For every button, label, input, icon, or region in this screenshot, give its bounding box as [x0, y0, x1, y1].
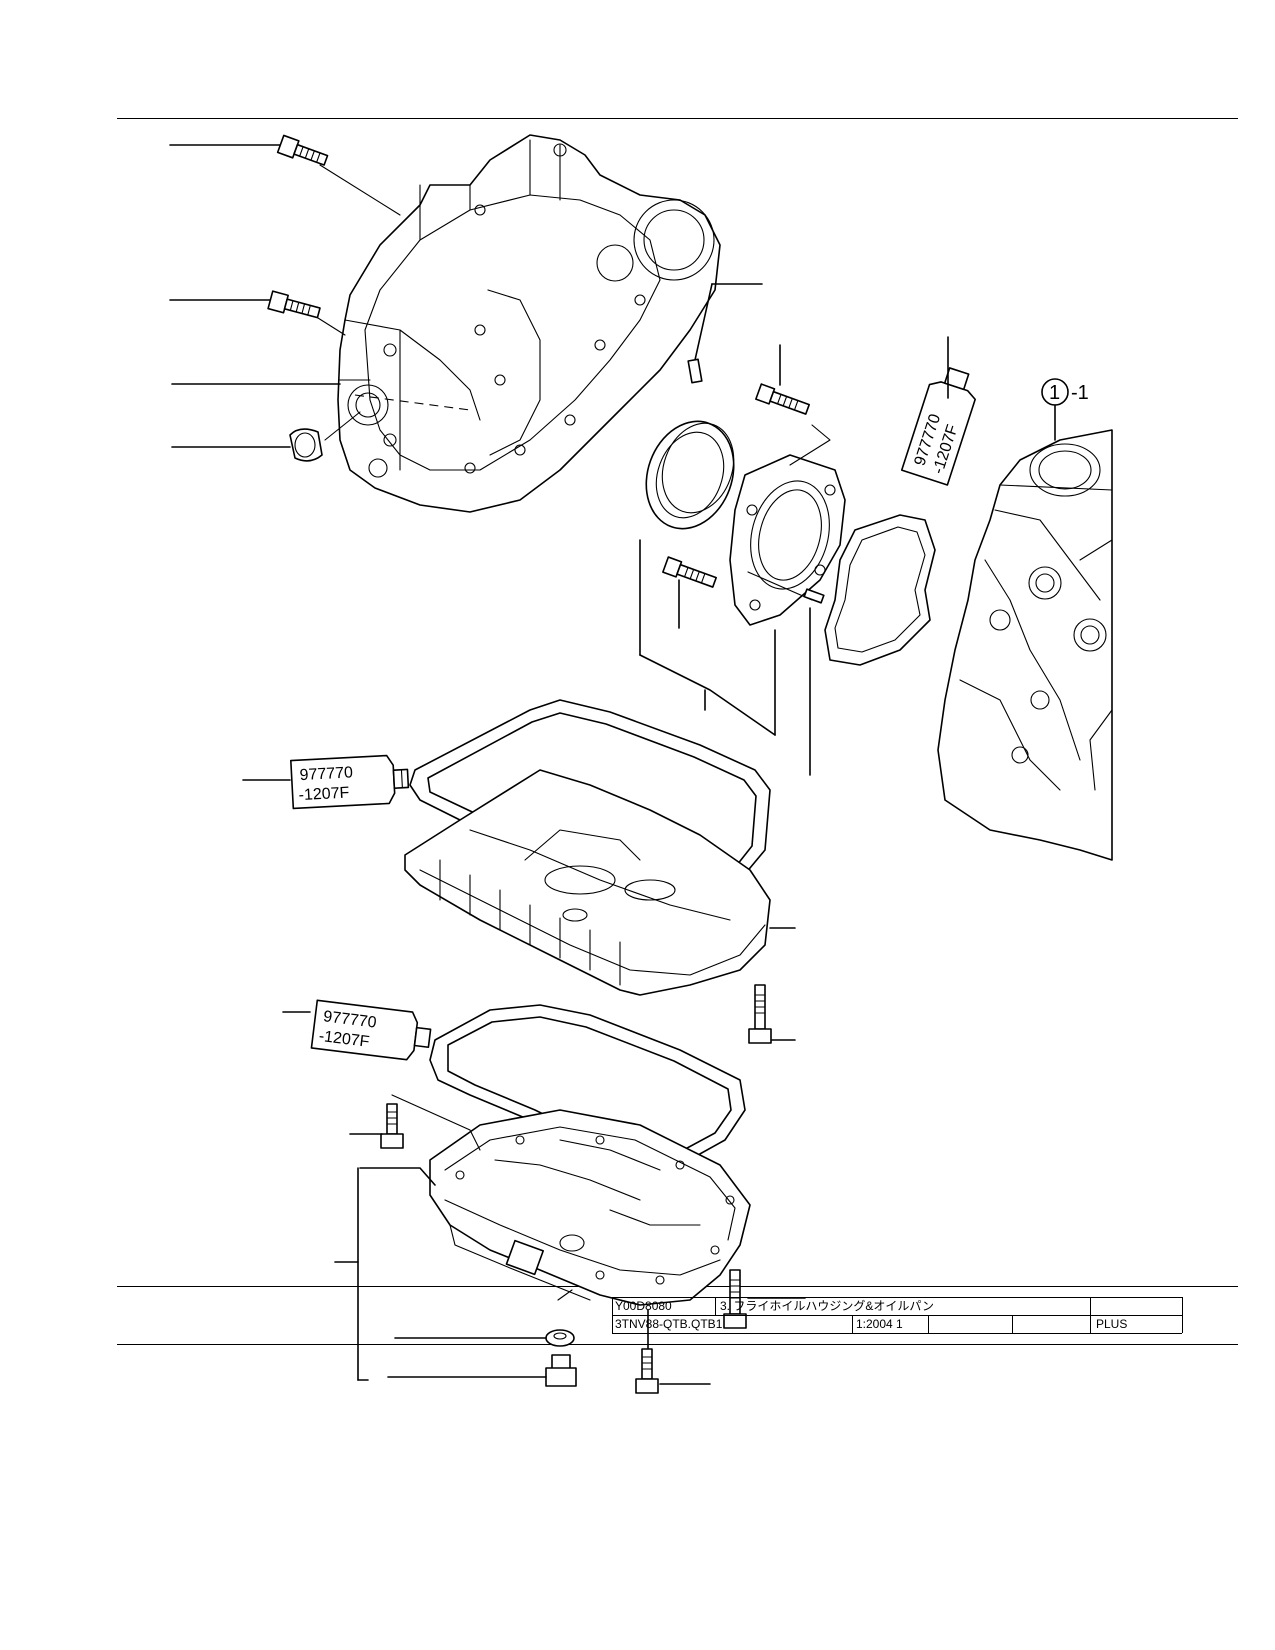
callout-1: 1 -1 — [1041, 378, 1089, 441]
seal-housing-bolts — [639, 344, 831, 776]
plug-cap — [289, 428, 323, 462]
pan-bolt-3 — [635, 1348, 659, 1394]
callout-1-number: 1 — [1049, 382, 1060, 404]
sealant-tube-1: 977770 -1207F — [900, 367, 976, 486]
title-block: Y00D8080 3. フライホイルハウジング&オイルパン 3TNV88-QTB… — [612, 1297, 1184, 1335]
brand-mark: PLUS — [1096, 1317, 1128, 1331]
pan-bolt-1 — [748, 984, 772, 1044]
sealant-tube-2: 977770 -1207F — [290, 754, 410, 810]
oil-pan-upper — [404, 769, 771, 996]
seal-housing — [729, 454, 846, 626]
pan-bolt-4 — [723, 1269, 747, 1329]
scale-date: 1:2004 1 — [856, 1317, 903, 1331]
top-rule — [117, 118, 1238, 119]
callout-1-suffix: -1 — [1071, 382, 1089, 404]
flywheel-housing — [337, 134, 721, 513]
oil-pan — [429, 1109, 751, 1306]
model-code: 3TNV88-QTB.QTB1 — [615, 1317, 723, 1331]
sealant-tube-2-label-1: 977770 — [299, 764, 353, 784]
drain-plug — [545, 1354, 577, 1387]
drawing-number: Y00D8080 — [615, 1299, 672, 1313]
sealant-tube-2-label-2: -1207F — [298, 785, 350, 805]
pan-bolt-2 — [380, 1103, 404, 1149]
lower-gasket — [429, 1004, 746, 1166]
bottom-rule — [117, 1344, 1238, 1345]
oil-seal — [645, 420, 735, 530]
drain-washer — [545, 1329, 575, 1347]
seal-housing-gasket — [824, 514, 936, 666]
sealant-tube-3-label-2: -1207F — [318, 1028, 371, 1051]
sealant-tube-3-label-1: 977770 — [322, 1008, 377, 1031]
sealant-tube-3: 977770 -1207F — [310, 999, 432, 1061]
cylinder-block — [937, 429, 1113, 861]
housing-bolts — [169, 134, 763, 462]
drawing-title: 3. フライホイルハウジング&オイルパン — [720, 1299, 934, 1313]
